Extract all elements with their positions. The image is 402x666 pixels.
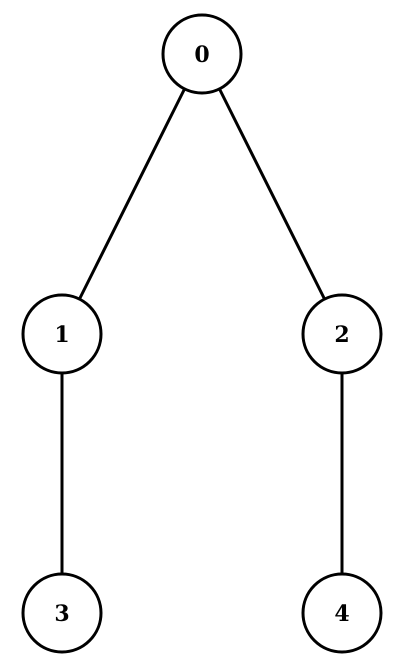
edge-0-1: [78, 88, 186, 300]
node-4-circle: [301, 572, 383, 654]
node-4: 4: [301, 572, 383, 654]
nodes-layer: 0 1 2 3 4: [21, 13, 383, 654]
node-3-label: 3: [54, 601, 69, 627]
node-0-circle: [161, 13, 243, 95]
node-0: 0: [161, 13, 243, 95]
node-2-circle: [301, 293, 383, 375]
node-2-label: 2: [334, 322, 349, 348]
node-1: 1: [21, 293, 103, 375]
node-4-label: 4: [334, 601, 349, 627]
node-1-label: 1: [54, 322, 69, 348]
node-2: 2: [301, 293, 383, 375]
node-0-label: 0: [194, 42, 209, 68]
node-3: 3: [21, 572, 103, 654]
node-1-circle: [21, 293, 103, 375]
edge-0-2: [218, 88, 326, 300]
node-3-circle: [21, 572, 103, 654]
edges-layer: [60, 88, 344, 574]
